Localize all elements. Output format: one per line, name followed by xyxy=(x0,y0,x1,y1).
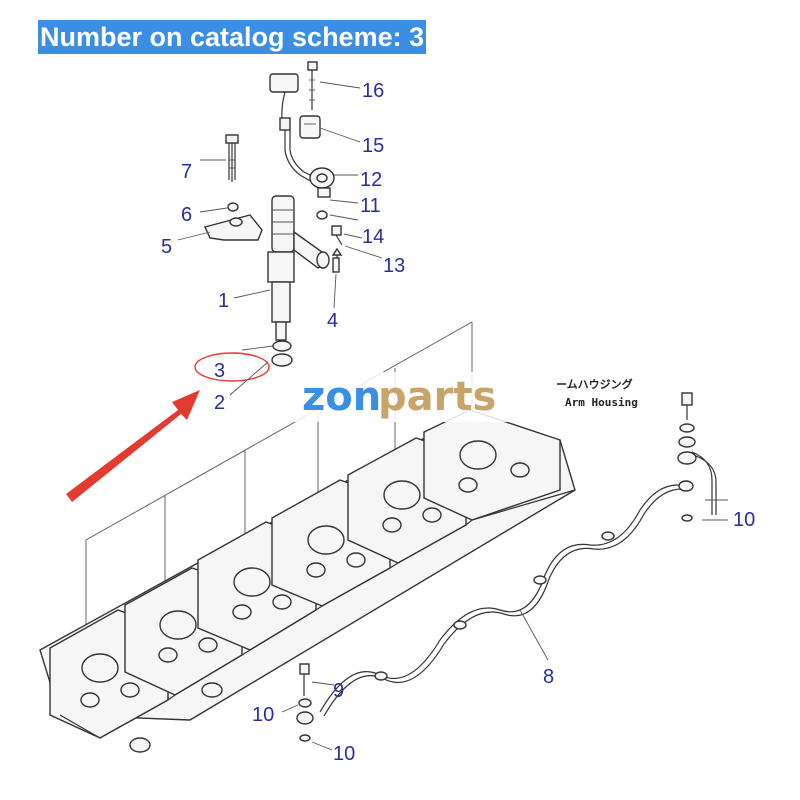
callout-7: 7 xyxy=(181,161,192,183)
part-8-fuel-tube xyxy=(319,480,694,717)
callout-12: 12 xyxy=(360,169,382,191)
part-3-o-ring xyxy=(241,340,292,352)
part-15-clamp xyxy=(299,115,321,139)
part-2-seal xyxy=(271,353,293,367)
callout-4: 4 xyxy=(327,310,338,332)
right-fitting-stack xyxy=(677,392,728,522)
callout-10-right: 10 xyxy=(733,509,755,531)
part-1-injector xyxy=(267,195,330,341)
callout-8: 8 xyxy=(543,666,554,688)
red-pointer-arrow xyxy=(66,390,200,502)
watermark-text-a: zon xyxy=(302,374,381,420)
arm-housing-jp: ームハウジング xyxy=(556,377,633,391)
callout-numbers: 16 15 12 11 14 13 7 6 5 1 4 3 2 8 9 10 1… xyxy=(161,80,755,765)
part-16-bolt xyxy=(307,61,318,110)
arm-housing-label: ームハウジング Arm Housing xyxy=(556,377,638,409)
harness-connector xyxy=(269,73,317,183)
leader-lines xyxy=(177,81,383,396)
catalog-scheme-title: Number on catalog scheme: 3 xyxy=(38,20,427,54)
part-14-bolt xyxy=(331,225,343,246)
injector-assembly xyxy=(177,61,383,396)
callout-3: 3 xyxy=(214,360,225,382)
arm-housing-en: Arm Housing xyxy=(565,396,638,409)
callout-9: 9 xyxy=(333,680,344,702)
bottom-fitting-stack xyxy=(281,663,335,751)
callout-13: 13 xyxy=(383,255,405,277)
part-6-washer xyxy=(227,202,239,212)
part-7-bolt xyxy=(225,134,239,182)
callout-10-bottom: 10 xyxy=(333,743,355,765)
part-12-sleeve xyxy=(309,167,335,198)
callout-6: 6 xyxy=(181,204,192,226)
part-5-clamp xyxy=(204,214,263,241)
watermark-text-b: parts xyxy=(378,374,496,420)
zonparts-watermark: zon parts xyxy=(288,372,550,422)
part-4-pin xyxy=(332,257,340,273)
part-11-o-ring xyxy=(316,210,328,220)
callout-10-left: 10 xyxy=(252,704,274,726)
highlight-circle xyxy=(194,352,270,382)
callout-1: 1 xyxy=(218,290,229,312)
head-section-6 xyxy=(423,409,561,521)
callout-5: 5 xyxy=(161,236,172,258)
callout-15: 15 xyxy=(362,135,384,157)
callout-2: 2 xyxy=(214,392,225,414)
callout-11: 11 xyxy=(360,195,381,217)
cylinder-head xyxy=(39,409,576,753)
callout-16: 16 xyxy=(362,80,384,102)
callout-14: 14 xyxy=(362,226,384,248)
